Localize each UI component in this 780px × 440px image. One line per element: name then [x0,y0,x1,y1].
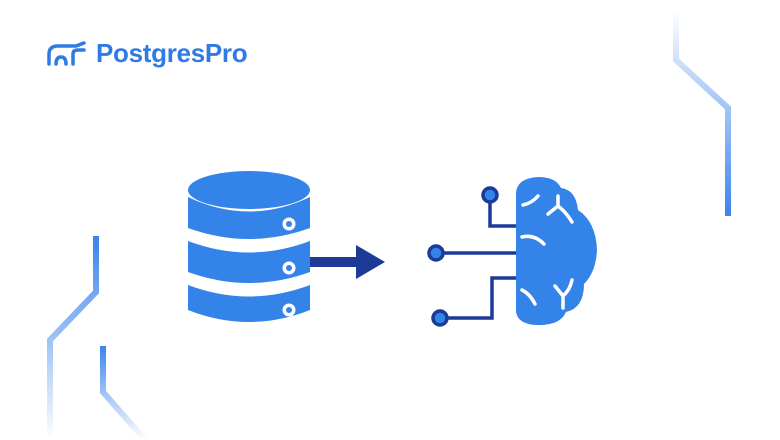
database-icon [188,171,310,322]
decor-lines-left [47,236,148,440]
brand-logo: PostgresPro [46,38,248,69]
elephant-logo-icon [47,40,86,66]
brand-name: PostgresPro [96,38,248,68]
decor-lines-right [673,10,731,216]
arrow-right-icon [310,245,385,279]
brain-circuit-icon [427,177,597,327]
